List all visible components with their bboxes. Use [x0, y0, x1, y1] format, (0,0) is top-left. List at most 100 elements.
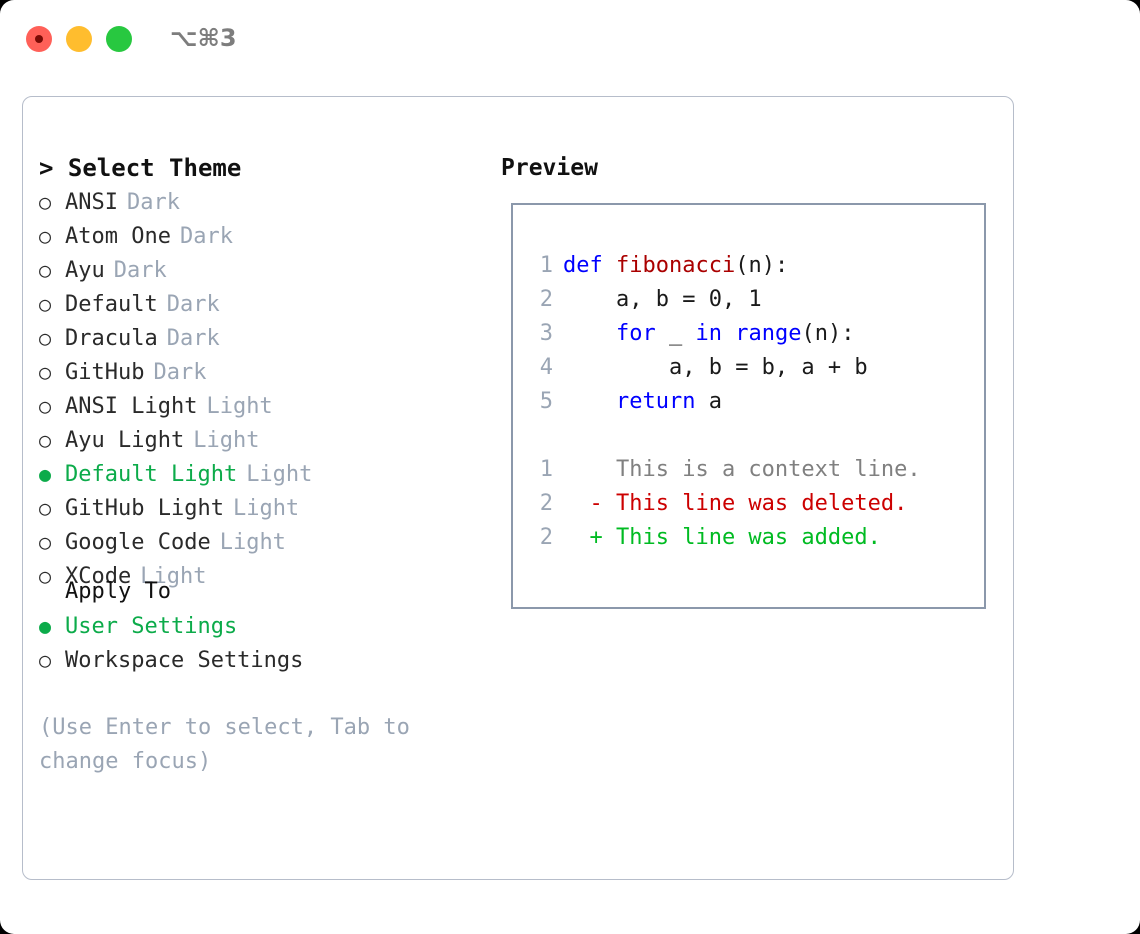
spacer [531, 419, 971, 453]
code-token: return [615, 389, 696, 414]
apply-to-heading: Apply To [65, 579, 171, 604]
theme-name: GitHub [65, 360, 145, 385]
code-line: 5 return a [531, 385, 971, 419]
radio-unselected-icon: ○ [39, 648, 52, 672]
theme-category-label: Light [219, 530, 286, 555]
radio-unselected-icon: ○ [39, 394, 52, 418]
code-token: for [615, 321, 656, 346]
apply-to-options: ● User Settings ○ Workspace Settings [39, 609, 479, 677]
radio-unselected-icon: ○ [39, 360, 52, 384]
theme-name: Default Light [65, 462, 238, 487]
minimize-window-button[interactable] [66, 26, 92, 52]
theme-category-label: Light [193, 428, 260, 453]
line-number: 2 [539, 525, 553, 550]
theme-name: Dracula [65, 326, 158, 351]
code-token: in [695, 321, 722, 346]
code-text: def fibonacci(n): [563, 249, 788, 283]
theme-name: GitHub Light [65, 496, 224, 521]
close-icon [35, 35, 43, 43]
diff-line: 2 - This line was deleted. [531, 487, 971, 521]
title-bar: ⌥⌘3 [0, 0, 1140, 78]
line-number: 5 [539, 389, 553, 414]
code-text: a, b = 0, 1 [563, 283, 762, 317]
code-token: fibonacci [616, 253, 736, 278]
theme-category-label: Light [140, 564, 207, 589]
theme-category-label: Light [246, 462, 313, 487]
theme-category-label: Dark [126, 190, 180, 215]
preview-column: Preview [501, 151, 1001, 185]
diff-text: This is a context line. [563, 457, 921, 482]
keyboard-shortcut-label: ⌥⌘3 [170, 24, 237, 52]
theme-category-label: Light [232, 496, 300, 521]
code-line: 4 a, b = b, a + b [531, 351, 971, 385]
diff-text: + This line was added. [563, 525, 881, 550]
code-token [722, 321, 735, 346]
code-line: 3 for _ in range(n): [531, 317, 971, 351]
line-number: 2 [539, 287, 553, 312]
theme-category-label: Light [206, 394, 273, 419]
theme-list-item[interactable]: ○ GitHub Dark [39, 355, 479, 389]
theme-list-item[interactable]: ○ Ayu Light Light [39, 423, 479, 457]
radio-unselected-icon: ○ [39, 224, 52, 248]
theme-list-item[interactable]: ● Default Light Light [39, 457, 479, 491]
line-number: 1 [539, 457, 553, 482]
apply-to-label: User Settings [65, 614, 238, 639]
line-number: 2 [539, 491, 553, 516]
theme-list-item[interactable]: ○ Google Code Light [39, 525, 479, 559]
theme-category-label: Dark [113, 258, 167, 283]
diff-sample: 1 This is a context line.2 - This line w… [531, 453, 971, 555]
code-token: a [695, 389, 722, 414]
theme-name: Default [65, 292, 158, 317]
apply-to-label: Workspace Settings [65, 648, 304, 673]
page-title: > Select Theme [39, 154, 242, 182]
code-text: a, b = b, a + b [563, 351, 868, 385]
theme-name: ANSI [65, 190, 118, 215]
theme-name: XCode [65, 564, 132, 589]
preview-heading: Preview [501, 155, 598, 181]
theme-list-item[interactable]: ○ ANSI Light Light [39, 389, 479, 423]
line-number: 3 [539, 321, 553, 346]
radio-unselected-icon: ○ [39, 258, 52, 282]
theme-name: Atom One [65, 224, 171, 249]
code-text: return a [563, 385, 722, 419]
theme-category-label: Dark [153, 360, 207, 385]
diff-line: 1 This is a context line. [531, 453, 971, 487]
theme-name: Google Code [65, 530, 211, 555]
radio-unselected-icon: ○ [39, 530, 52, 554]
apply-to-option[interactable]: ● User Settings [39, 609, 479, 643]
theme-name: Ayu Light [65, 428, 185, 453]
code-line: 1 def fibonacci(n): [531, 249, 971, 283]
diff-line: 2 + This line was added. [531, 521, 971, 555]
apply-to-option[interactable]: ○ Workspace Settings [39, 643, 479, 677]
apply-to-group: Apply To ● User Settings ○ Workspace Settin… [39, 575, 479, 677]
code-token: a, b = 0, 1 [615, 287, 762, 312]
theme-category-label: Dark [166, 326, 220, 351]
code-token: (n): [735, 253, 789, 278]
radio-unselected-icon: ○ [39, 428, 52, 452]
radio-selected-icon: ● [39, 614, 52, 638]
code-token: range [735, 321, 802, 346]
theme-list-item[interactable]: ○ GitHub Light Light [39, 491, 479, 525]
code-token: a, b = b, a + b [668, 355, 868, 380]
theme-category-label: Dark [179, 224, 233, 249]
radio-selected-icon: ● [39, 462, 52, 486]
code-line: 2 a, b = 0, 1 [531, 283, 971, 317]
line-number: 4 [539, 355, 553, 380]
radio-unselected-icon: ○ [39, 496, 52, 520]
line-number: 1 [539, 253, 553, 278]
theme-name: ANSI Light [65, 394, 198, 419]
maximize-window-button[interactable] [106, 26, 132, 52]
theme-list-item[interactable]: ○ Atom One Dark [39, 219, 479, 253]
